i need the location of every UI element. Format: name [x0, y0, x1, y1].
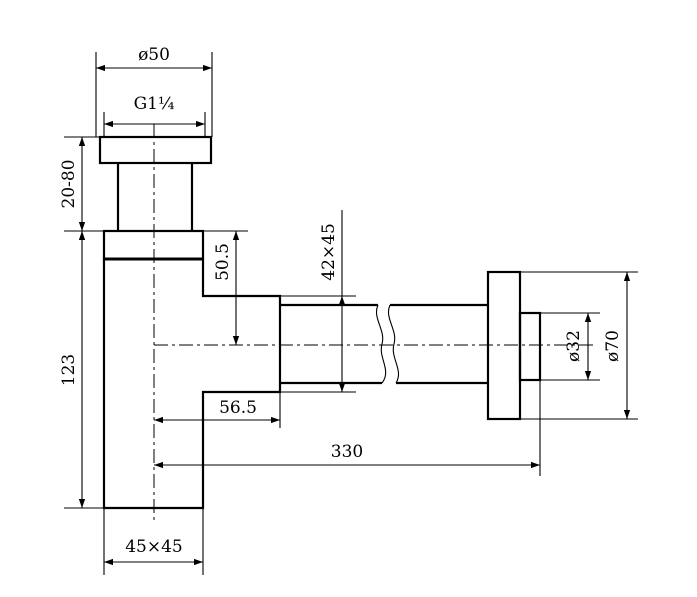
label-thread: G1¼: [134, 94, 175, 114]
label-top-diameter: ø50: [138, 45, 170, 65]
label-total-length: 330: [331, 442, 363, 462]
pipe-break-left: [376, 304, 387, 384]
label-pipe-section: 42×45: [319, 223, 339, 281]
label-height-range: 20-80: [59, 159, 79, 208]
dim-flange-diameter: ø70: [520, 271, 638, 420]
outlet-pipe-left: [280, 303, 382, 385]
flange-spigot: [518, 311, 542, 382]
dim-thread: G1¼: [103, 94, 206, 137]
pipe-break-right: [388, 304, 400, 384]
part-outline: [98, 135, 542, 510]
label-centre-to-body: 56.5: [219, 398, 257, 418]
dim-height-range: 20-80: [59, 136, 104, 232]
dim-outlet-offset: 50.5: [203, 230, 248, 345]
dim-pipe-diameter: ø32: [540, 312, 600, 381]
dim-pipe-section: 42×45: [280, 210, 356, 393]
label-total-height: 123: [59, 354, 79, 386]
dim-total-length: 330: [154, 380, 541, 476]
centre-lines: [153, 124, 595, 520]
label-pipe-diameter: ø32: [564, 330, 584, 362]
label-outlet-offset: 50.5: [213, 243, 233, 281]
label-flange-diameter: ø70: [603, 330, 623, 362]
dim-total-height: 123: [59, 231, 104, 509]
dim-body-section: 45×45: [103, 508, 204, 575]
dim-centre-to-body: 56.5: [154, 392, 281, 428]
trap-body: [102, 259, 282, 510]
outlet-pipe-right: [390, 303, 488, 385]
dim-top-diameter: ø50: [95, 45, 213, 137]
label-body-section: 45×45: [125, 537, 183, 557]
top-cap: [98, 135, 213, 165]
